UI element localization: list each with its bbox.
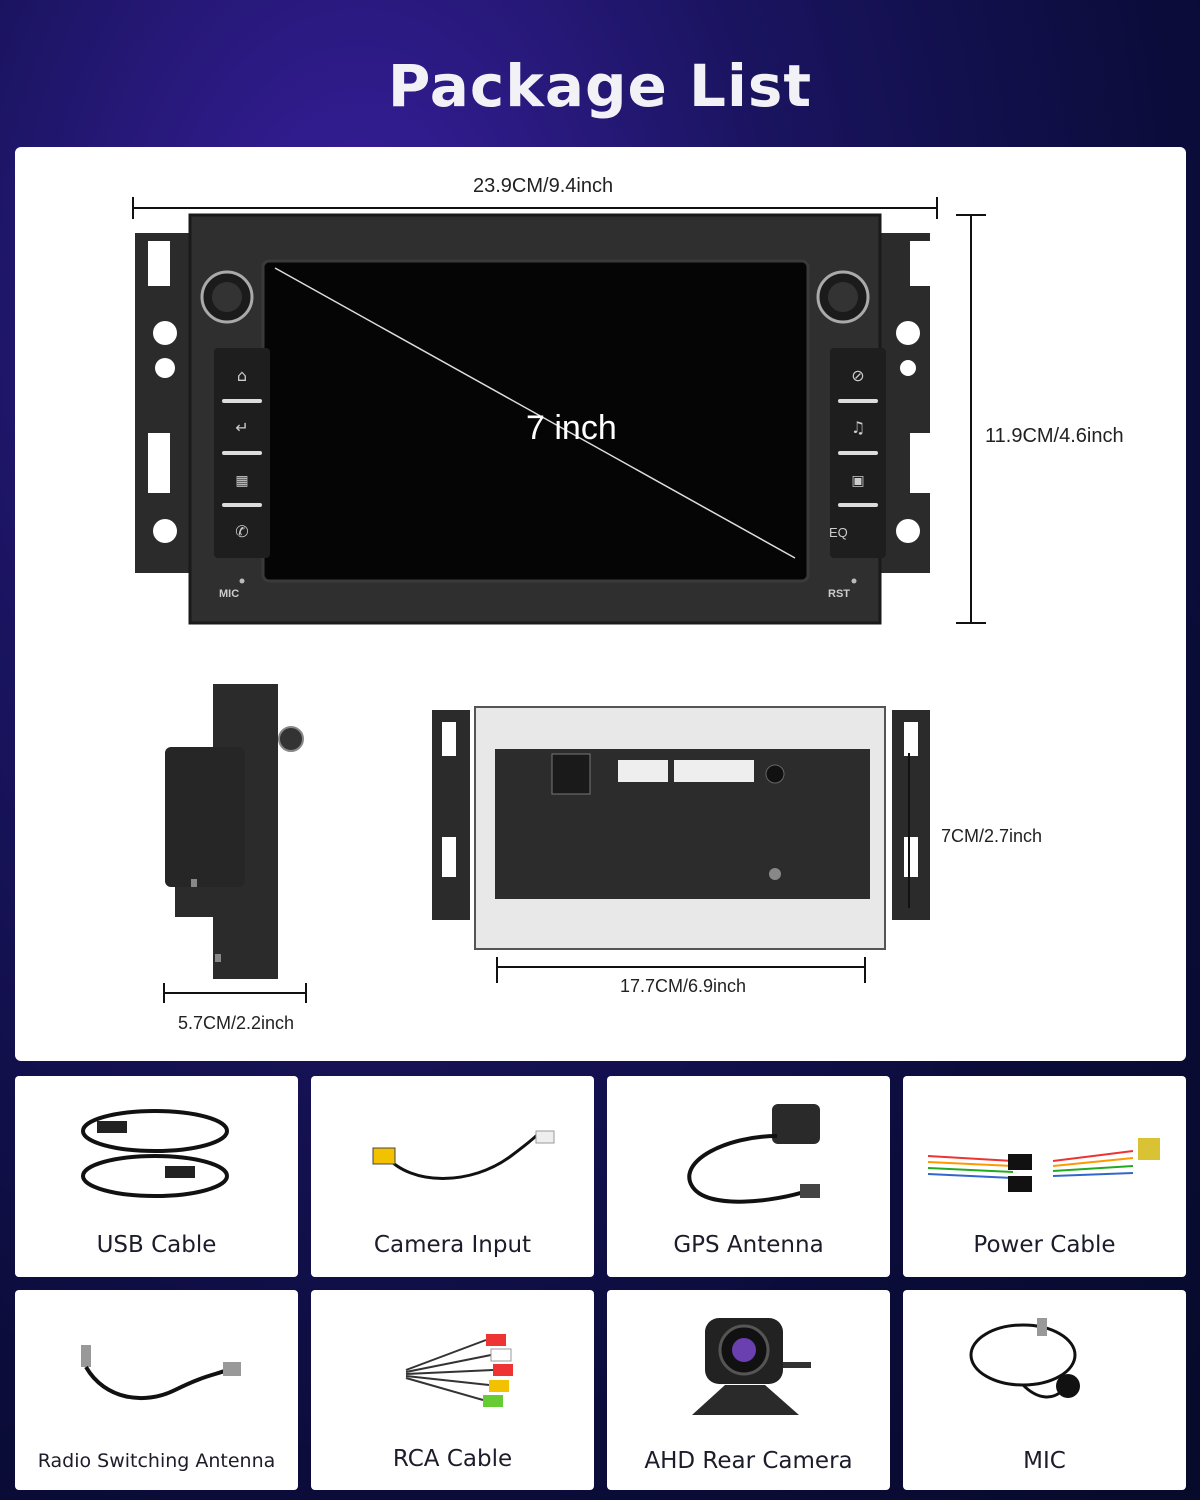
mic-icon — [969, 1318, 1080, 1399]
item-label-mic: MIC — [1023, 1448, 1066, 1474]
depth-dimension-tick-right — [305, 983, 307, 1003]
head-unit-front-image: ⌂ ↵ ▦ ✆ ⊘ ♫ ▣ — [135, 213, 932, 625]
height-dimension-line — [970, 214, 972, 624]
usb-cable-icon — [81, 1109, 229, 1198]
rear-height-dimension-line — [908, 753, 910, 908]
svg-text:⌂: ⌂ — [237, 366, 247, 385]
power-cable-icon — [927, 1138, 1160, 1192]
item-card-rca-cable: RCA Cable — [311, 1290, 594, 1490]
svg-text:↵: ↵ — [235, 418, 248, 437]
rear-camera-icon — [692, 1318, 811, 1415]
item-card-ahd-rear-camera: AHD Rear Camera — [607, 1290, 890, 1490]
height-dimension-tick-bottom — [956, 622, 986, 624]
height-dimension-label: 11.9CM/4.6inch — [985, 425, 1124, 447]
screen-size-label: 7 inch — [526, 409, 617, 447]
depth-dimension-label: 5.7CM/2.2inch — [178, 1013, 295, 1033]
gps-antenna-icon — [687, 1104, 820, 1204]
height-dimension-tick-top — [956, 214, 986, 216]
head-unit-rear-image — [432, 706, 930, 950]
svg-text:▣: ▣ — [851, 473, 864, 489]
accessories-grid: USB Cable Camera Input GPS Antenna — [15, 1076, 1186, 1490]
rear-width-dimension-tick-left — [496, 957, 498, 983]
svg-text:✆: ✆ — [235, 522, 248, 541]
radio-antenna-icon — [81, 1345, 241, 1401]
width-dimension-tick-right — [936, 197, 938, 219]
item-label-power-cable: Power Cable — [973, 1232, 1116, 1258]
item-card-mic: MIC — [903, 1290, 1186, 1490]
rear-width-dimension-line — [496, 966, 866, 968]
item-card-camera-input: Camera Input — [311, 1076, 594, 1277]
rear-height-dimension-label: 7CM/2.7inch — [941, 826, 1043, 846]
item-card-usb-cable: USB Cable — [15, 1076, 298, 1277]
svg-text:▦: ▦ — [235, 473, 248, 489]
rst-port-label: RST — [828, 588, 850, 600]
item-label-gps-antenna: GPS Antenna — [673, 1232, 824, 1258]
rear-width-dimension-label: 17.7CM/6.9inch — [620, 976, 747, 996]
depth-dimension-tick-left — [163, 983, 165, 1003]
page-title: Package List — [387, 52, 813, 120]
svg-text:♫: ♫ — [851, 418, 865, 437]
item-label-ahd-rear-camera: AHD Rear Camera — [644, 1448, 853, 1474]
item-card-power-cable: Power Cable — [903, 1076, 1186, 1277]
item-card-gps-antenna: GPS Antenna — [607, 1076, 890, 1277]
mic-port-label: MIC — [219, 588, 240, 600]
svg-text:⊘: ⊘ — [851, 366, 864, 385]
width-dimension-label: 23.9CM/9.4inch — [473, 175, 614, 197]
item-label-camera-input: Camera Input — [373, 1232, 532, 1258]
product-dimensions-panel: 23.9CM/9.4inch 11.9CM/4.6inch ⌂ — [15, 147, 1186, 1061]
rear-width-dimension-tick-right — [864, 957, 866, 983]
head-unit-side-image — [165, 684, 304, 979]
width-dimension-tick-left — [132, 197, 134, 219]
rca-cable-icon — [405, 1334, 513, 1407]
width-dimension-line — [132, 207, 938, 209]
item-label-rca-cable: RCA Cable — [392, 1446, 513, 1472]
camera-input-cable-icon — [372, 1130, 555, 1180]
item-card-radio-switching-antenna: Radio Switching Antenna — [15, 1290, 298, 1490]
item-label-usb-cable: USB Cable — [96, 1232, 217, 1258]
depth-dimension-line — [163, 992, 307, 994]
eq-button-label: EQ — [829, 525, 848, 540]
item-label-radio-switching-antenna: Radio Switching Antenna — [37, 1450, 276, 1472]
